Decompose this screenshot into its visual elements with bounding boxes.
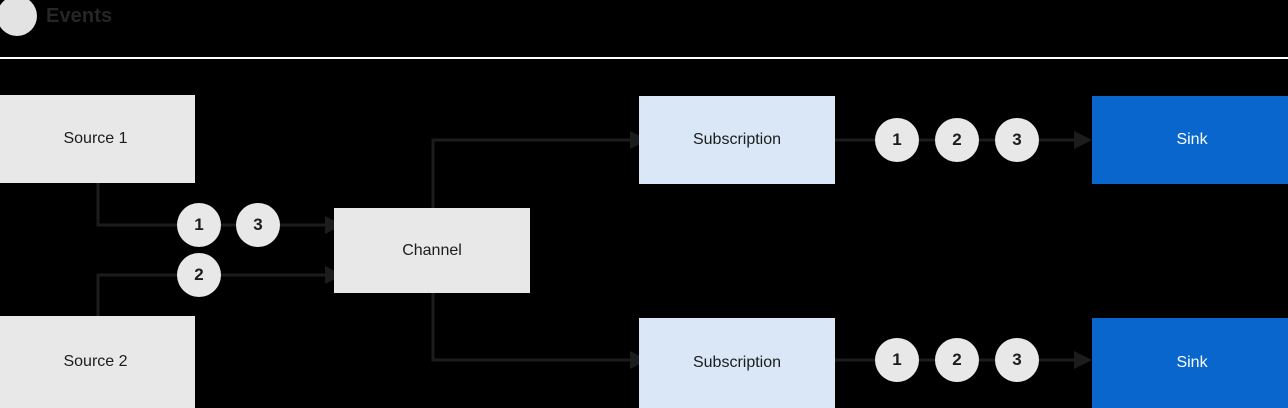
event-badge: 1 <box>177 203 221 247</box>
wire-channel-to-subscription-bottom <box>431 293 630 362</box>
node-sink-bottom-label: Sink <box>1176 354 1208 371</box>
event-badge: 3 <box>995 338 1039 382</box>
header-divider <box>0 57 1288 59</box>
node-source-2-label: Source 2 <box>63 353 128 370</box>
event-badge: 1 <box>875 118 919 162</box>
page-title: Events <box>46 5 113 27</box>
event-badge: 2 <box>935 118 979 162</box>
node-subscription-top-label: Subscription <box>692 131 782 148</box>
node-sink-top-label: Sink <box>1176 131 1208 148</box>
event-badge: 2 <box>935 338 979 382</box>
arrowhead-subscription-bottom-sink <box>1074 351 1092 369</box>
node-sink-top[interactable]: Sink <box>1092 96 1288 184</box>
status-dot-icon <box>0 0 37 36</box>
node-channel-label: Channel <box>402 241 462 259</box>
node-sink-bottom[interactable]: Sink <box>1092 318 1288 408</box>
node-source-1-label: Source 1 <box>63 130 128 147</box>
event-badge: 1 <box>875 338 919 382</box>
event-badge: 3 <box>995 118 1039 162</box>
event-badge: 3 <box>236 203 280 247</box>
wire-channel-to-subscription-top <box>431 138 630 208</box>
node-subscription-bottom[interactable]: Subscription <box>639 318 835 408</box>
node-channel[interactable]: Channel <box>334 208 530 293</box>
node-source-2[interactable]: Source 2 <box>0 316 195 408</box>
arrowhead-subscription-top-sink <box>1074 131 1092 149</box>
node-subscription-top[interactable]: Subscription <box>639 96 835 184</box>
node-subscription-bottom-label: Subscription <box>692 354 782 371</box>
node-source-1[interactable]: Source 1 <box>0 95 195 183</box>
event-badge: 2 <box>177 253 221 297</box>
